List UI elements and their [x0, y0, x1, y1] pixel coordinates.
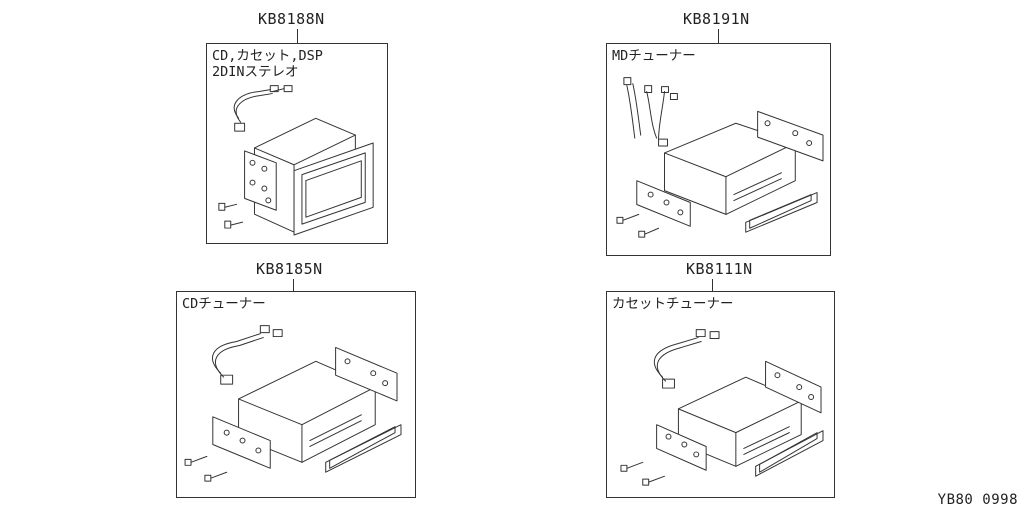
md-tuner-illustration: [616, 77, 824, 238]
cd-tuner-illustration: [184, 325, 402, 482]
part-number-kb8111n: KB8111N: [686, 260, 753, 278]
kit-caption-kb8191n: MDチューナー: [612, 48, 696, 64]
leader-line-kb8188n: [297, 29, 298, 43]
stereo-2din-illustration: [218, 85, 374, 236]
kit-caption-kb8111n: カセットチューナー: [612, 296, 734, 312]
kit-panel-kb8111n[interactable]: カセットチューナー: [606, 291, 835, 498]
part-number-kb8188n: KB8188N: [258, 10, 325, 28]
part-number-kb8191n: KB8191N: [683, 10, 750, 28]
leader-line-kb8111n: [712, 279, 713, 291]
kit-caption-kb8185n: CDチューナー: [182, 296, 266, 312]
kit-panel-kb8188n[interactable]: CD,カセット,DSP 2DINステレオ: [206, 43, 388, 244]
kit-caption-kb8188n: CD,カセット,DSP 2DINステレオ: [212, 48, 323, 80]
kit-panel-kb8185n[interactable]: CDチューナー: [176, 291, 416, 498]
leader-line-kb8191n: [718, 29, 719, 43]
leader-line-kb8185n: [293, 279, 294, 291]
part-number-kb8185n: KB8185N: [256, 260, 323, 278]
kit-panel-kb8191n[interactable]: MDチューナー: [606, 43, 831, 256]
cassette-tuner-illustration: [620, 329, 824, 486]
reference-code: YB80 0998: [937, 492, 1018, 508]
